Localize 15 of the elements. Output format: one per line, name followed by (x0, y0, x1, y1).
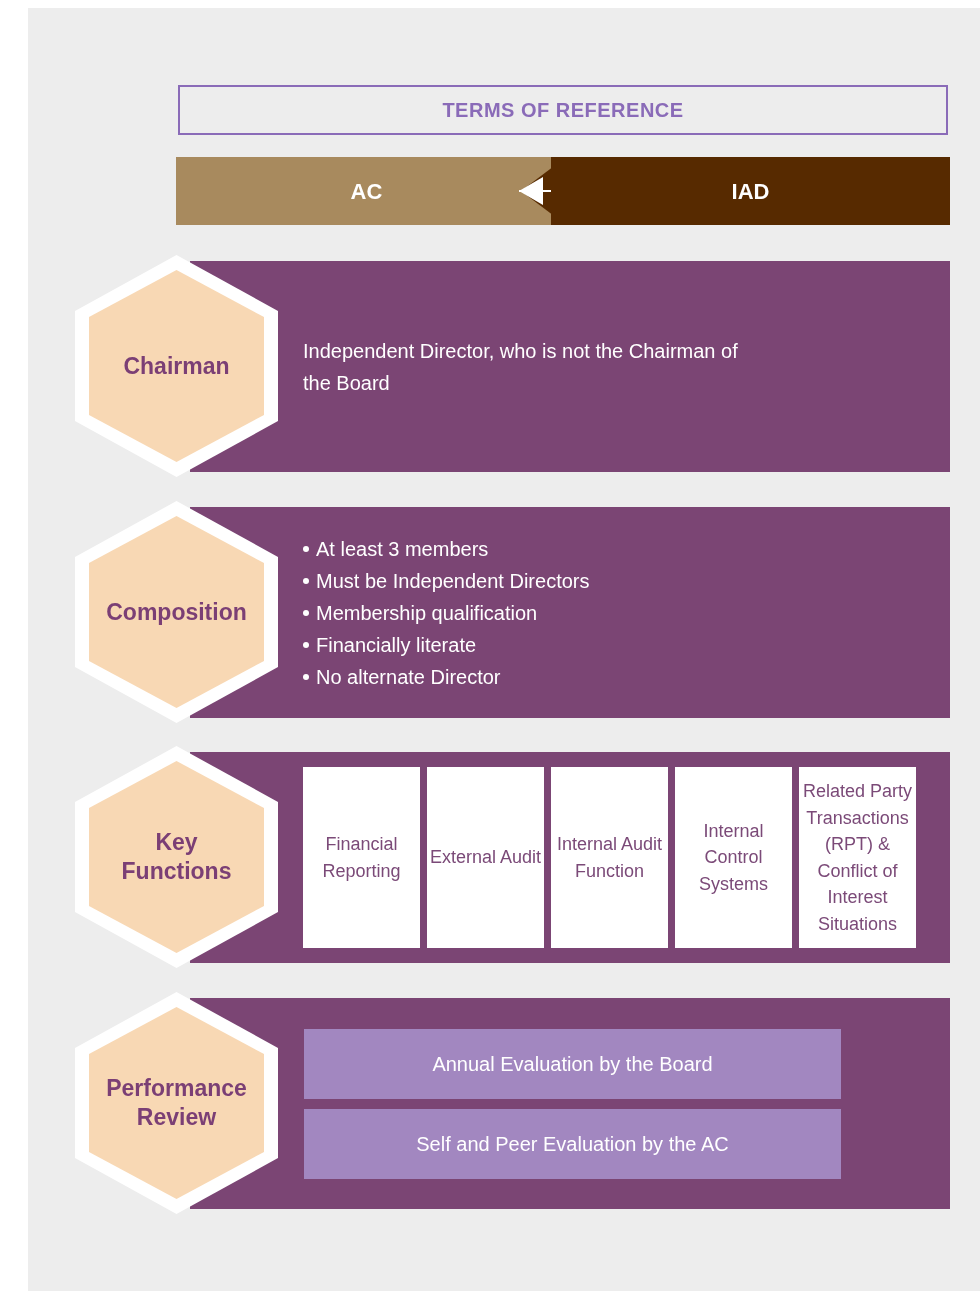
bullet-item: No alternate Director (316, 664, 501, 690)
function-card: Financial Reporting (303, 767, 420, 948)
evaluation-bar: Self and Peer Evaluation by the AC (304, 1108, 841, 1179)
function-card: Internal Control Systems (675, 767, 792, 948)
header-box: TERMS OF REFERENCE (178, 85, 948, 135)
bullet-item: Membership qualification (316, 600, 538, 626)
description-text: Independent Director, who is not the Chairman of the Board (303, 338, 739, 396)
bullet-item: Must be Independent Directors (316, 568, 590, 594)
bullet-item: At least 3 members (316, 536, 489, 562)
function-card: Internal Audit Function (551, 767, 668, 948)
function-card: External Audit (427, 767, 544, 948)
bullet-item: Financially literate (316, 632, 477, 658)
evaluation-bar: Annual Evaluation by the Board (304, 1028, 841, 1099)
arrow (518, 177, 552, 205)
function-card: Related Party Transactions (RPT) & Conflict of Interest Situations (799, 767, 916, 948)
